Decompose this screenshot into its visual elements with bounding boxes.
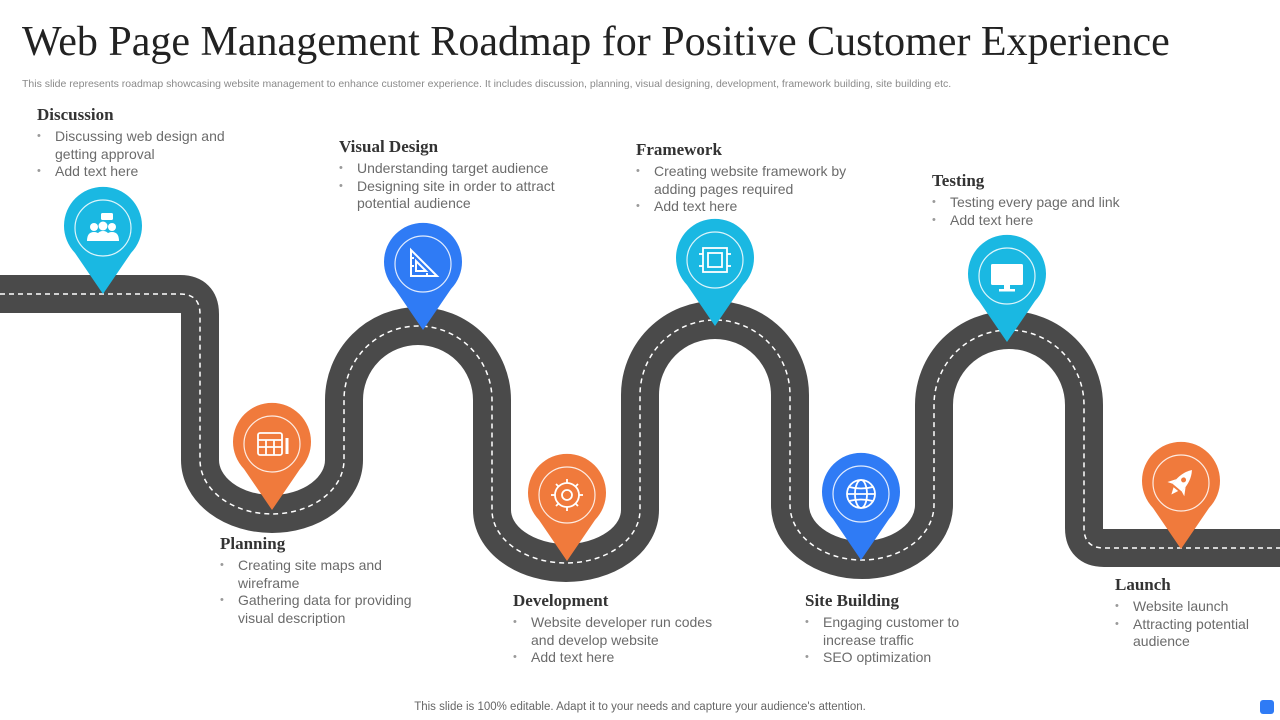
pin-site-building bbox=[822, 452, 900, 560]
step-bullet: Website launch bbox=[1115, 598, 1265, 616]
step-title: Visual Design bbox=[339, 137, 439, 156]
step-title: Site Building bbox=[805, 591, 900, 610]
step-bullet: Add text here bbox=[513, 649, 728, 667]
pin-discussion bbox=[64, 186, 142, 294]
step-title: Planning bbox=[220, 534, 286, 553]
step-visual-design: Visual Design Understanding target audie… bbox=[339, 137, 579, 213]
step-title: Framework bbox=[636, 140, 722, 159]
step-launch: Launch Website launch Attracting potenti… bbox=[1115, 575, 1265, 651]
pin-testing bbox=[968, 234, 1046, 342]
road-center-line bbox=[0, 293, 1280, 564]
footer-note: This slide is 100% editable. Adapt it to… bbox=[414, 701, 866, 713]
pin-development bbox=[528, 453, 606, 561]
step-bullet: Creating site maps and wireframe bbox=[220, 557, 440, 592]
step-testing: Testing Testing every page and link Add … bbox=[932, 171, 1162, 229]
step-title: Discussion bbox=[37, 105, 114, 124]
globe-icon bbox=[846, 479, 876, 509]
monitor-icon bbox=[991, 264, 1023, 292]
step-bullet: SEO optimization bbox=[805, 649, 995, 667]
corner-badge bbox=[1260, 700, 1274, 714]
step-bullet: Testing every page and link bbox=[932, 194, 1162, 212]
calendar-icon bbox=[257, 432, 289, 456]
step-title: Development bbox=[513, 591, 609, 610]
step-framework: Framework Creating website framework by … bbox=[636, 140, 856, 216]
pin-planning bbox=[233, 402, 311, 510]
step-bullet: Add text here bbox=[636, 198, 856, 216]
page-subtitle: This slide represents roadmap showcasing… bbox=[22, 78, 952, 90]
step-bullet: Attracting potential audience bbox=[1115, 616, 1265, 651]
pin-framework bbox=[676, 218, 754, 326]
step-bullet: Discussing web design and getting approv… bbox=[37, 128, 237, 163]
users-icon bbox=[87, 213, 119, 241]
step-bullet: Creating website framework by adding pag… bbox=[636, 163, 856, 198]
step-bullet: Gathering data for providing visual desc… bbox=[220, 592, 440, 627]
step-site-building: Site Building Engaging customer to incre… bbox=[805, 591, 995, 667]
ruler-triangle-icon bbox=[410, 247, 440, 277]
step-bullet: Add text here bbox=[932, 212, 1162, 230]
rocket-icon bbox=[1167, 469, 1192, 497]
page-title: Web Page Management Roadmap for Positive… bbox=[22, 19, 1170, 65]
step-title: Testing bbox=[932, 171, 985, 190]
step-bullet: Engaging customer to increase traffic bbox=[805, 614, 995, 649]
step-bullet: Designing site in order to attract poten… bbox=[339, 178, 579, 213]
step-planning: Planning Creating site maps and wirefram… bbox=[220, 534, 440, 627]
step-discussion: Discussion Discussing web design and get… bbox=[37, 105, 237, 181]
step-bullet: Website developer run codes and develop … bbox=[513, 614, 728, 649]
pin-visual-design bbox=[384, 222, 462, 330]
step-bullet: Add text here bbox=[37, 163, 237, 181]
pin-launch bbox=[1142, 441, 1220, 549]
step-development: Development Website developer run codes … bbox=[513, 591, 728, 667]
step-bullet: Understanding target audience bbox=[339, 160, 579, 178]
road bbox=[0, 275, 1280, 582]
framework-icon bbox=[699, 247, 731, 273]
step-title: Launch bbox=[1115, 575, 1171, 594]
brain-gear-icon bbox=[551, 479, 583, 511]
